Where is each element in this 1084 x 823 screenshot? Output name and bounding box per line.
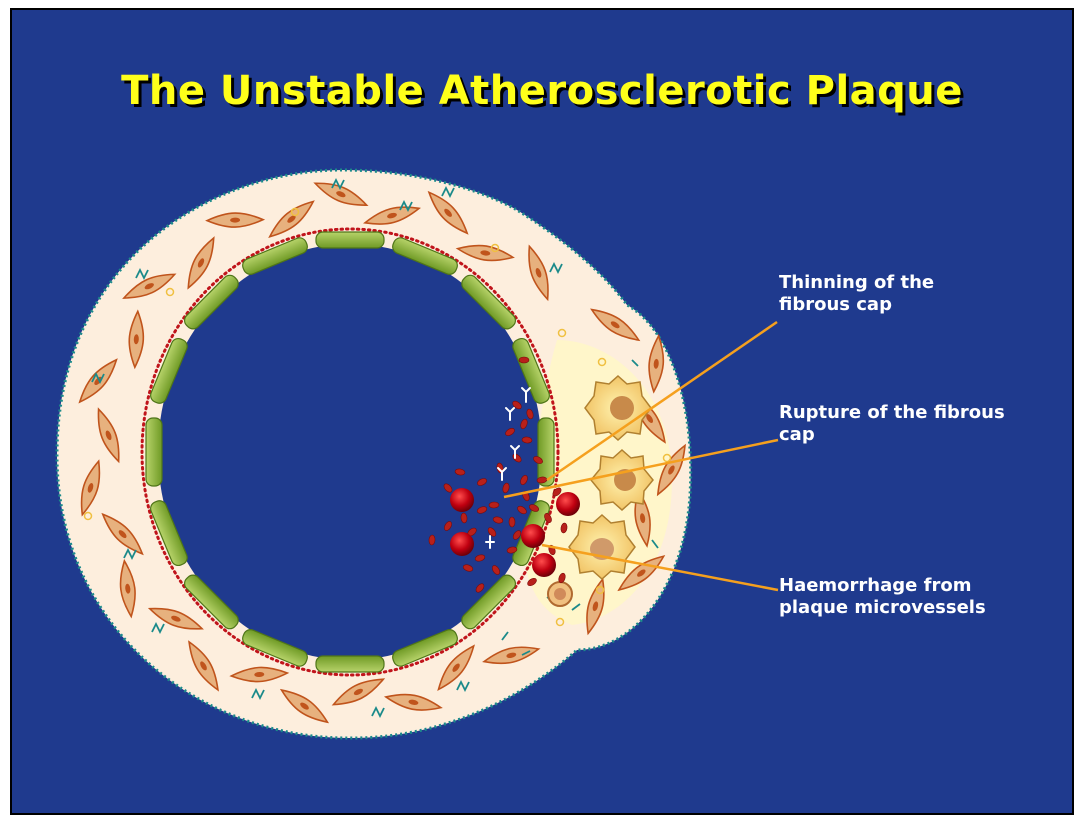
label-rupture-fibrous-cap: Rupture of the fibrous cap [779,402,1005,446]
endothelial-cell-icon [146,418,162,486]
platelet-icon [519,357,529,363]
red-blood-cell-icon [450,488,474,512]
label-line: cap [779,424,1005,446]
endothelial-cell-icon [316,656,384,672]
red-blood-cell-icon [450,532,474,556]
red-blood-cell-icon [556,492,580,516]
label-line: Haemorrhage from [779,575,986,597]
label-line: Thinning of the [779,272,934,294]
foam-cell-icon [569,515,635,579]
label-line: fibrous cap [779,294,934,316]
platelet-icon [489,502,499,508]
foam-cell-icon [591,450,653,510]
label-thinning-fibrous-cap: Thinning of the fibrous cap [779,272,934,316]
red-blood-cell-icon [532,553,556,577]
foam-cell-icon [548,582,572,606]
label-haemorrhage: Haemorrhage from plaque microvessels [779,575,986,619]
label-line: plaque microvessels [779,597,986,619]
platelet-icon [429,535,436,545]
label-line: Rupture of the fibrous [779,402,1005,424]
endothelial-cell-icon [316,232,384,248]
red-blood-cell-icon [521,524,545,548]
platelet-icon [509,517,515,527]
slide: The Unstable Atherosclerotic Plaque [10,8,1074,815]
platelet-icon [522,437,532,444]
